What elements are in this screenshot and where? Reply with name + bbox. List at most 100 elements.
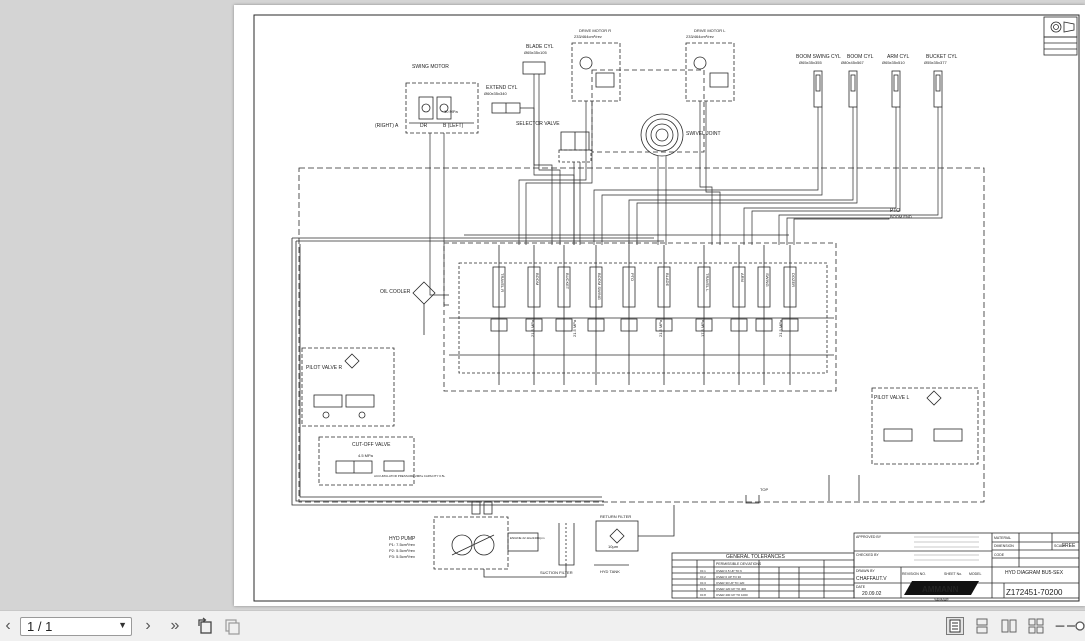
label-p3: P3: 5.5cm³/rev (389, 554, 415, 559)
ammann-logo (904, 581, 979, 595)
label-blade-cyl: BLADE CYL (526, 44, 554, 50)
label-pto-sub: BOOM END (890, 214, 912, 219)
spool-label: BOOM SWING (597, 273, 602, 300)
label-approved-by: APPROVED BY (856, 535, 882, 539)
label-hyd-pump: HYD PUMP (389, 536, 416, 542)
label-right-a: (RIGHT) A (375, 123, 399, 129)
label-dimension: DIMENSION (994, 544, 1014, 548)
label-drive-motor-l-spec: 233/464cm³/rev (686, 34, 714, 39)
label-extend-cyl: EXTEND CYL (486, 85, 518, 91)
continuous-view-icon[interactable] (973, 617, 991, 635)
tolerance-value: ±0.2 (700, 575, 706, 579)
label-dr: DR (420, 123, 428, 129)
tolerance-range: OVER 120 UP TO 400 (716, 587, 746, 591)
tolerance-value: ±0.8 (700, 593, 706, 597)
tolerance-value: ±0.1 (700, 569, 706, 573)
label-boom-cyl-dim: Ø80x45x567 (841, 60, 864, 65)
page-number-select[interactable]: 1 / 1 ▼ (20, 617, 132, 636)
brand-subtitle: YANMAR (934, 598, 949, 602)
label-code: CODE (994, 553, 1005, 557)
two-page-continuous-icon[interactable] (1027, 617, 1045, 635)
drawn-by-name: CHAFFAUT.V (856, 576, 887, 582)
relief-pressure-label: 21.5 MPa (530, 319, 535, 337)
label-suction-filter: SUCTION FILTER (540, 570, 573, 575)
spool-label: TRAVEL R (500, 273, 505, 292)
label-permissible-deviations: PERMISSIBLE DEVIATIONS (716, 562, 762, 566)
relief-pressure-label: 21.5 MPa (658, 319, 663, 337)
label-accumulator-note: ACCUMULATOR PRESSURE 2MPa CAPACITY 0.5L (374, 474, 445, 478)
label-hyd-tank: HYD TANK (600, 569, 620, 574)
label-revision-no: REVISION NO. (902, 572, 926, 576)
label-bucket-cyl-dim: Ø55x35x377 (924, 60, 947, 65)
rotate-page-icon[interactable] (195, 616, 215, 636)
chevron-left-icon[interactable]: ‹ (5, 617, 11, 634)
zoom-out-icon[interactable]: − (1054, 615, 1066, 636)
spool-label: PTO (630, 273, 635, 281)
tolerance-range: OVER 30 UP TO 120 (716, 581, 745, 585)
label-boom-cyl: BOOM CYL (847, 54, 874, 60)
label-swing-motor: SWING MOTOR (412, 64, 449, 70)
pdf-page: SWING MOTOR (RIGHT) A B (LEFT) DR 10 MPa… (234, 5, 1085, 606)
label-boom-swing-cyl-dim: Ø65x35x355 (799, 60, 822, 65)
label-pilot-valve-l: PILOT VALVE L (874, 395, 910, 401)
label-material: MATERIAL (994, 536, 1011, 540)
tolerance-range: OVER 0.5 UP TO 6 (716, 569, 742, 573)
label-swing-pressure: 10 MPa (444, 109, 459, 114)
label-date: DATE (856, 585, 866, 589)
drawing-title: HYD DIAGRAM BU5-SEX (1005, 570, 1064, 576)
page-indicator: 1 / 1 (27, 619, 53, 634)
label-drive-motor-r: DRIVE MOTOR R (579, 28, 611, 33)
spool-label: ARM (740, 273, 745, 282)
double-chevron-right-icon[interactable]: » (170, 617, 180, 634)
two-page-view-icon[interactable] (1000, 617, 1018, 635)
label-engine-note: ENGINE 22.1kw/2400rpm (510, 536, 545, 540)
drawing-number: Z172451-70200 (1006, 588, 1063, 597)
label-drive-motor-l: DRIVE MOTOR L (694, 28, 726, 33)
label-return-filter: RETURN FILTER (600, 514, 631, 519)
label-swivel-joint: SWIVEL JOINT (686, 131, 721, 137)
chevron-down-icon: ▼ (118, 620, 127, 630)
relief-pressure-label: 17.5 MPa (700, 319, 705, 337)
tolerance-value: ±0.3 (700, 581, 706, 585)
label-oil-cooler: OIL COOLER (380, 289, 411, 295)
label-arm-cyl: ARM CYL (887, 54, 909, 60)
label-cut-off-pressure: 4.5 MPa (358, 453, 374, 458)
label-drawn-by: DRAWN BY (856, 569, 875, 573)
label-blade-cyl-dim: Ø65x35x105 (524, 50, 547, 55)
label-model: MODEL (969, 572, 982, 576)
label-cut-off-valve: CUT-OFF VALVE (352, 442, 391, 448)
tolerance-value: ±0.5 (700, 587, 706, 591)
tolerance-range: OVER 400 UP TO 1000 (716, 593, 748, 597)
label-boom-swing-cyl: BOOM SWING CYL (796, 54, 841, 60)
spool-label: SWING (765, 273, 770, 287)
label-scale: SCALE (1054, 544, 1066, 548)
label-sheet-no: SHEET No. (944, 572, 962, 576)
label-p1: P1: 7.5cm³/rev (389, 542, 415, 547)
document-viewport[interactable]: SWING MOTOR (RIGHT) A B (LEFT) DR 10 MPa… (0, 0, 1085, 610)
label-pto: PTO (890, 208, 900, 214)
label-p2: P2: 5.5cm³/rev (389, 548, 415, 553)
zoom-slider-icon[interactable] (1067, 616, 1085, 636)
single-page-view-icon[interactable] (946, 617, 964, 635)
label-selector-valve: SELECTOR VALVE (516, 121, 560, 127)
chevron-right-icon[interactable]: › (145, 617, 151, 634)
label-arm-cyl-dim: Ø65x35x510 (882, 60, 905, 65)
drawing-date: 20.09.02 (862, 591, 882, 597)
spool-label: BLADE (665, 273, 670, 286)
relief-pressure-label: 21.5 MPa (778, 319, 783, 337)
spool-label: BOOM (535, 273, 540, 285)
relief-pressure-label: 21.5 MPa (572, 319, 577, 337)
scale-value: FREE (1062, 543, 1076, 549)
label-extend-cyl-dim: Ø60x35x340 (484, 91, 507, 96)
label-return-filter-mesh: 10µm (608, 544, 619, 549)
brand-name: AMMANN (922, 585, 959, 594)
label-pilot-valve-r: PILOT VALVE R (306, 365, 343, 371)
page-thumbnail-icon[interactable] (222, 616, 242, 636)
spool-label: DOZER (791, 273, 796, 287)
spool-label: BUCKET (565, 273, 570, 290)
tolerance-range: OVER 6 UP TO 30 (716, 575, 741, 579)
label-b-left: B (LEFT) (443, 123, 464, 129)
label-drive-motor-r-spec: 233/464cm³/rev (574, 34, 602, 39)
viewer-toolbar: ‹ 1 / 1 ▼ › » − (0, 610, 1085, 641)
label-top: TOP (760, 487, 768, 492)
